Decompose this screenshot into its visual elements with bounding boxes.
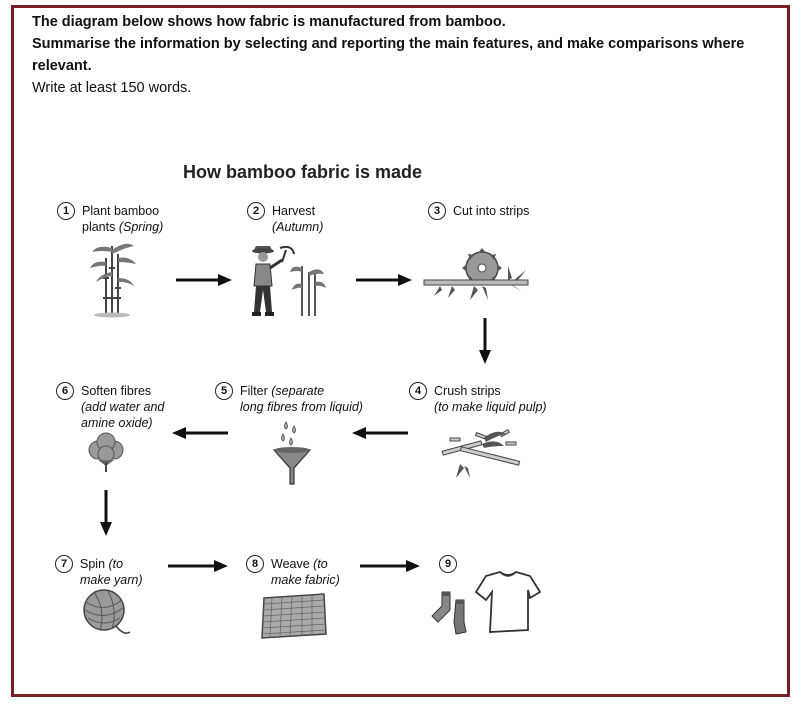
step-8-title: Weave	[271, 557, 314, 571]
prompt-line-1: The diagram below shows how fabric is ma…	[32, 14, 506, 30]
farmer-harvest-icon	[252, 245, 326, 316]
step-5-number: 5	[215, 382, 233, 400]
step-7-note-b: make yarn)	[80, 573, 143, 587]
arrow-step3-to-step4	[479, 318, 491, 364]
step-5-note-b: long fibres from liquid)	[240, 400, 363, 414]
step-7-number: 7	[55, 555, 73, 573]
step-6-note-a: (add water and	[81, 400, 165, 414]
bamboo-plant-icon	[90, 243, 136, 318]
prompt-line-3: Write at least 150 words.	[32, 80, 192, 96]
arrow-step1-to-step2	[176, 274, 232, 286]
step-6-note-b: amine oxide)	[81, 416, 153, 430]
step-8-note-a: (to	[313, 557, 328, 571]
step-1-number: 1	[57, 202, 75, 220]
step-1-title: Plant bamboo	[82, 204, 160, 218]
crushed-strips-icon	[441, 428, 521, 478]
arrow-step2-to-step3	[356, 274, 412, 286]
arrow-step5-to-step6	[172, 427, 228, 439]
step-5-title: Filter	[240, 384, 272, 398]
arrow-step4-to-step5	[352, 427, 408, 439]
step-4-note: (to make liquid pulp)	[434, 400, 547, 414]
step-2-title: Harvest	[272, 204, 316, 218]
arrow-step6-to-step7	[100, 490, 112, 536]
step-7-title: Spin	[80, 557, 109, 571]
step-4-title: Crush strips	[434, 384, 501, 398]
step-2-note: (Autumn)	[272, 220, 324, 234]
step-7-note-a: (to	[108, 557, 124, 571]
yarn-ball-icon	[83, 589, 131, 634]
step-4-number: 4	[409, 382, 427, 400]
arrow-step8-to-step9	[360, 560, 420, 572]
step-3-number: 3	[428, 202, 446, 220]
funnel-icon	[272, 421, 312, 485]
step-2-number: 2	[247, 202, 265, 220]
task-prompt: The diagram below shows how fabric is ma…	[32, 11, 782, 99]
step-1-note: (Spring)	[118, 220, 164, 234]
step-1-text: plants	[82, 220, 119, 234]
step-6-number: 6	[56, 382, 74, 400]
arrow-step7-to-step8	[168, 560, 228, 572]
task-frame	[11, 5, 790, 697]
tshirt-socks-icon	[431, 571, 542, 635]
step-5-note-a: (separate	[271, 384, 325, 398]
step-8-number: 8	[246, 555, 264, 573]
step-9-number: 9	[439, 555, 457, 573]
cotton-icon	[88, 432, 124, 472]
prompt-line-2: Summarise the information by selecting a…	[32, 36, 745, 74]
diagram-title: How bamboo fabric is made	[183, 162, 423, 182]
step-6-title: Soften fibres	[81, 384, 152, 398]
step-3-title: Cut into strips	[453, 204, 530, 218]
step-8-note-b: make fabric)	[271, 573, 340, 587]
woven-fabric-icon	[261, 593, 327, 639]
saw-blade-icon	[423, 248, 529, 300]
